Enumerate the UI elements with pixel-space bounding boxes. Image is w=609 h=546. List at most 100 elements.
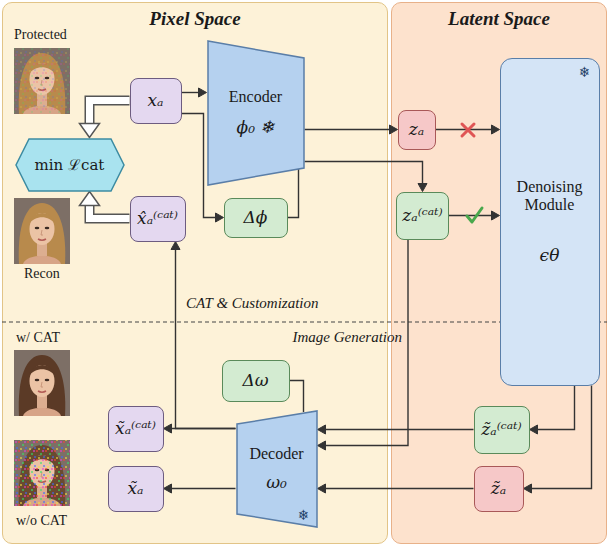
flow-arrow [318,484,474,493]
image-variable: xₐ [130,78,182,124]
arrow-head [492,211,500,220]
node-label: Δω [242,370,268,390]
flow-line [530,386,592,489]
artifact-noise [14,440,70,506]
flow-line [288,169,299,218]
decoder-block: Decoder ω₀ ❄ [236,410,318,528]
generated-photo [14,440,70,506]
node-label: min ℒcat [35,156,105,174]
flow-line [170,488,236,489]
flow-line [176,248,236,429]
arrow-head [390,125,398,134]
flow-arrow [530,386,575,435]
reject-mark [462,124,474,136]
flow-line [290,381,304,412]
flow-line [182,114,218,218]
node-label: Decoder [249,445,303,463]
image-variable: x̃ₐ⁽ᶜᵃᵗ⁾ [108,406,164,452]
arrow-head [530,425,538,434]
node-label: x̂ₐ⁽ᶜᵃᵗ⁾ [137,208,178,228]
latent-space-panel: Latent Space zₐDenoising Module ϵθ ❄ zₐ⁽ᶜᵃᵗ⁾… [391,2,607,544]
latent-variable: z̃ₐ⁽ᶜᵃᵗ⁾ [474,406,530,454]
arrow-head [318,484,326,493]
image-caption: w/ CAT [16,330,60,346]
latent-variable: zₐ [398,110,436,150]
image-variable: x̂ₐ⁽ᶜᵃᵗ⁾ [130,196,186,242]
arrow-head [318,425,326,434]
node-label: ω₀ [266,472,287,492]
flow-arrow [290,381,304,412]
loss-arrow [80,192,130,219]
node-label: ϵθ [540,245,560,265]
flow-arrow [182,114,224,223]
weight-delta: Δω [222,360,290,402]
node-outline [208,41,304,185]
flow-arrow [171,242,236,429]
arrow-head [164,484,172,493]
flow-arrow [288,169,299,218]
encoder-block: Encoder ϕ₀ ❄ [207,40,305,186]
protected-photo [14,48,70,114]
arrow-head [418,184,427,192]
node-label: z̃ₐ [491,478,506,498]
latent-variable: zₐ⁽ᶜᵃᵗ⁾ [396,192,449,240]
panel-title: Latent Space [392,8,606,30]
loss-arrow-outline [90,101,130,126]
flow-line [305,162,423,186]
latent-variable: z̃ₐ [474,466,524,512]
generated-photo [14,350,70,416]
loss-hexagon: min ℒcat [15,138,125,192]
flow-line [324,429,474,430]
arrow-head [216,213,224,222]
flow-arrow [305,125,398,134]
node-label: Δϕ [244,207,268,227]
arrow-head [164,424,172,433]
perturbation-noise [14,48,70,114]
node-label: ϕ₀ ❄ [237,117,275,137]
denoising-module: Denoising Module ϵθ ❄ [500,58,600,386]
stage-caption: CAT & Customization [186,295,319,312]
node-outline [237,411,317,527]
flow-line [536,386,575,430]
image-caption: Protected [14,27,67,43]
arrow-head [171,242,180,250]
flow-arrow [164,484,236,493]
flow-arrow [305,162,428,192]
node-label: xₐ [148,90,164,110]
flow-line [436,129,494,130]
frozen-symbol: ❄ [579,65,591,79]
arrow-head [80,192,100,206]
arrow-head [199,88,207,97]
arrow-head [318,441,326,450]
node-label: Encoder [229,88,282,106]
flow-line [182,92,201,93]
image-caption: Recon [24,266,60,282]
arrow-head [524,484,532,493]
node-label: zₐ⁽ᶜᵃᵗ⁾ [402,205,442,225]
stage-caption: Image Generation [292,329,402,346]
image-variable: x̃ₐ [108,466,164,512]
node-outline [207,40,305,186]
arrow-head [80,124,100,138]
loss-arrow [80,101,130,138]
weight-delta: Δϕ [224,198,288,238]
flow-arrow [182,88,207,97]
node-label: Denoising Module [508,178,592,215]
image-caption: w/o CAT [16,513,67,529]
recon-photo [14,198,70,264]
arrow-head [492,125,500,134]
node-label: x̃ₐ⁽ᶜᵃᵗ⁾ [115,418,156,438]
node-label: z̃ₐ⁽ᶜᵃᵗ⁾ [481,419,521,439]
flow-line [305,129,392,130]
flow-arrow [318,425,474,434]
loss-arrow-fill [90,101,130,126]
frozen-symbol: ❄ [298,508,310,522]
flow-arrow [524,386,592,494]
panel-title: Pixel Space [3,8,387,30]
flow-line [449,215,494,216]
node-outline [16,139,124,191]
flow-line [324,488,474,489]
node-label: zₐ [409,119,424,139]
node-label: x̃ₐ [128,478,144,498]
